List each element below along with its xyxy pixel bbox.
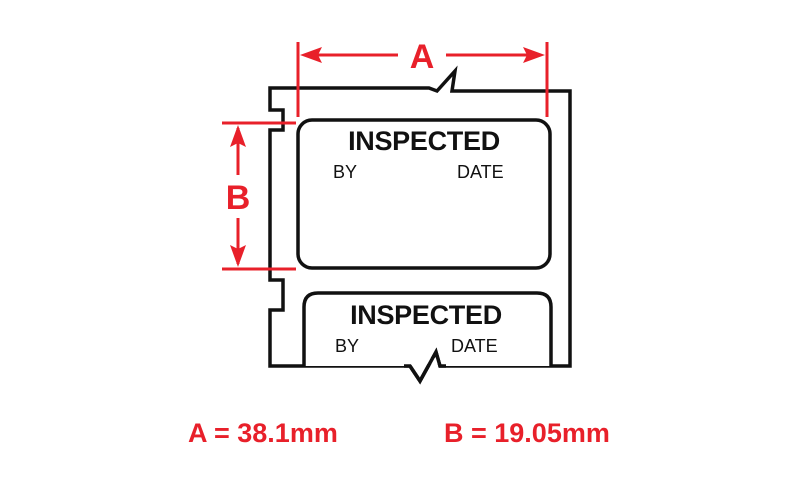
label-1-date: DATE — [457, 162, 504, 182]
dimension-a-letter: A — [410, 38, 435, 76]
arrow-right-icon — [523, 47, 545, 63]
arrow-up-icon — [230, 125, 246, 147]
dimension-b-note: B = 19.05mm — [444, 418, 610, 448]
label-1-outline — [296, 118, 552, 270]
dimension-a: A — [296, 38, 549, 117]
label-1-title: INSPECTED — [348, 126, 500, 156]
label-2-by: BY — [335, 336, 359, 356]
dimension-b-letter: B — [226, 179, 251, 217]
label-2-outline — [302, 291, 553, 366]
dimension-b: B — [222, 121, 296, 271]
liner-outline — [268, 65, 572, 385]
label-1-by: BY — [333, 162, 357, 182]
arrow-left-icon — [300, 47, 322, 63]
arrow-down-icon — [230, 245, 246, 267]
label-2-date: DATE — [451, 336, 498, 356]
dimension-a-note: A = 38.1mm — [188, 418, 338, 448]
label-2-title: INSPECTED — [350, 300, 502, 330]
